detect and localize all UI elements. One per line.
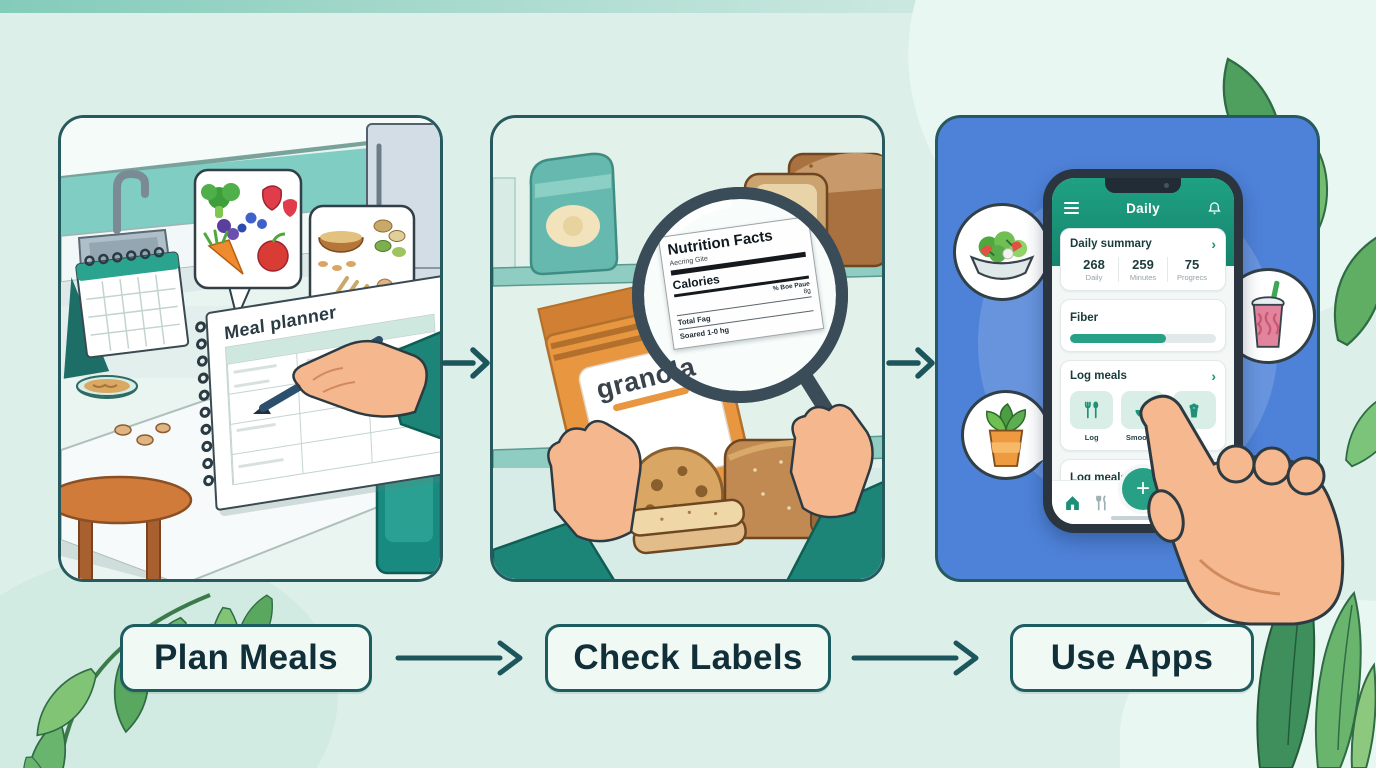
utensils-icon — [1084, 401, 1098, 419]
nutrition-facts-label: Nutrition Facts Aecring Gite Calories % … — [657, 215, 825, 350]
home-indicator[interactable] — [1111, 516, 1175, 520]
utensils-nav-icon[interactable] — [1094, 495, 1109, 511]
step-label-text: Check Labels — [573, 638, 803, 677]
phone-notch — [1105, 178, 1181, 193]
salad-speech-bubble — [953, 203, 1051, 301]
step-label-text: Use Apps — [1050, 638, 1214, 677]
smoothie-cup-icon — [1251, 280, 1285, 348]
leaf-decoration-bottom-left — [0, 593, 289, 768]
app-title: Daily — [1126, 200, 1160, 216]
step-label-plan-meals: Plan Meals — [120, 624, 372, 692]
fiber-card: Fiber — [1060, 299, 1226, 352]
salad-bowl-icon — [969, 231, 1035, 280]
arrow-panel-1-2 — [441, 347, 490, 379]
dessert-cup-icon — [1189, 403, 1199, 418]
daily-summary-card[interactable]: Daily summary › 268 Daily 259 Minutes — [1060, 228, 1226, 291]
chevron-right-icon[interactable]: › — [1211, 236, 1216, 252]
step-label-text: Plan Meals — [154, 638, 338, 677]
home-icon[interactable] — [1064, 494, 1081, 511]
bell-icon[interactable] — [1207, 201, 1222, 216]
stat-daily: 268 Daily — [1083, 257, 1105, 282]
panel-plan-meals: Meal planner — [58, 115, 443, 582]
panel-check-labels: granola Nutrition Facts Aecring Gite Cal… — [490, 115, 885, 582]
fiber-progress-fill — [1070, 334, 1167, 343]
log-meals-title: Log meals — [1070, 370, 1127, 382]
stat-minutes: 259 Minutes — [1118, 257, 1167, 282]
arrow-panel-2-3 — [886, 347, 935, 379]
daily-summary-title: Daily summary — [1070, 238, 1152, 250]
pointing-hand — [1139, 394, 1345, 626]
plant-cup-speech-bubble — [961, 390, 1051, 480]
arrow-step-2-3 — [851, 640, 979, 676]
writing-hand — [253, 331, 440, 440]
top-teal-strip — [0, 0, 1130, 13]
tile-log[interactable]: Log — [1070, 391, 1114, 442]
plant-cup-icon — [986, 402, 1026, 467]
fiber-title: Fiber — [1070, 312, 1099, 324]
pantry-scene — [493, 118, 882, 579]
chevron-right-icon[interactable]: › — [1211, 368, 1216, 384]
stat-progress: 75 Progrecs — [1167, 257, 1216, 282]
produce-speech-bubble — [193, 168, 303, 322]
plus-icon: + — [1135, 474, 1150, 502]
step-label-check-labels: Check Labels — [545, 624, 831, 692]
fiber-progress-track — [1070, 334, 1216, 343]
arrow-step-1-2 — [395, 640, 523, 676]
step-label-use-apps: Use Apps — [1010, 624, 1254, 692]
menu-icon[interactable] — [1064, 199, 1079, 217]
